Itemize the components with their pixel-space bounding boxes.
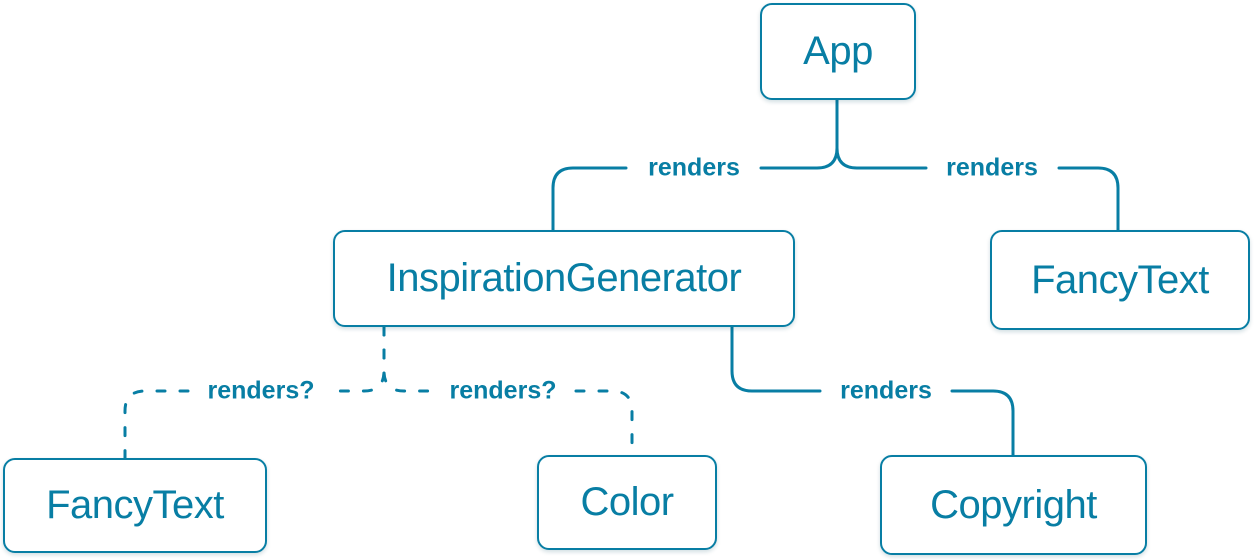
- edge-app-fancytext-segment-right: [1057, 166, 1120, 232]
- node-fancy-text-top: FancyText: [990, 230, 1250, 330]
- edge-label-inspiration-fancytext: renders?: [207, 376, 315, 405]
- edge-label-app-inspiration: renders: [648, 153, 740, 182]
- edge-inspiration-copyright-segment-left: [730, 325, 822, 393]
- node-app: App: [760, 3, 916, 100]
- edge-app-inspiration-segment-right: [759, 98, 839, 170]
- edge-label-inspiration-color: renders?: [449, 376, 557, 405]
- edge-inspiration-copyright-segment-right: [950, 389, 1015, 457]
- node-color-label: Color: [580, 480, 674, 524]
- edge-inspiration-color-segment-right: [574, 389, 634, 457]
- node-fancy-text-bottom-label: FancyText: [46, 483, 224, 527]
- node-color: Color: [537, 455, 717, 550]
- node-app-label: App: [803, 29, 873, 73]
- edge-app-fancytext-segment-left: [835, 98, 928, 170]
- edge-app-inspiration-segment-left: [551, 166, 628, 232]
- node-fancy-text-top-label: FancyText: [1031, 257, 1209, 302]
- edge-inspiration-fancytext-segment-left: [123, 389, 190, 460]
- edge-inspiration-color-segment-left: [382, 325, 432, 393]
- edge-inspiration-fancytext-segment-right: [334, 325, 386, 393]
- node-copyright: Copyright: [880, 455, 1147, 555]
- edge-label-inspiration-copyright: renders: [840, 376, 932, 405]
- node-inspiration-generator: InspirationGenerator: [333, 230, 795, 327]
- node-copyright-label: Copyright: [930, 482, 1097, 527]
- node-fancy-text-bottom: FancyText: [3, 458, 267, 553]
- edge-label-app-fancytext: renders: [946, 153, 1038, 182]
- node-inspiration-generator-label: InspirationGenerator: [386, 256, 742, 300]
